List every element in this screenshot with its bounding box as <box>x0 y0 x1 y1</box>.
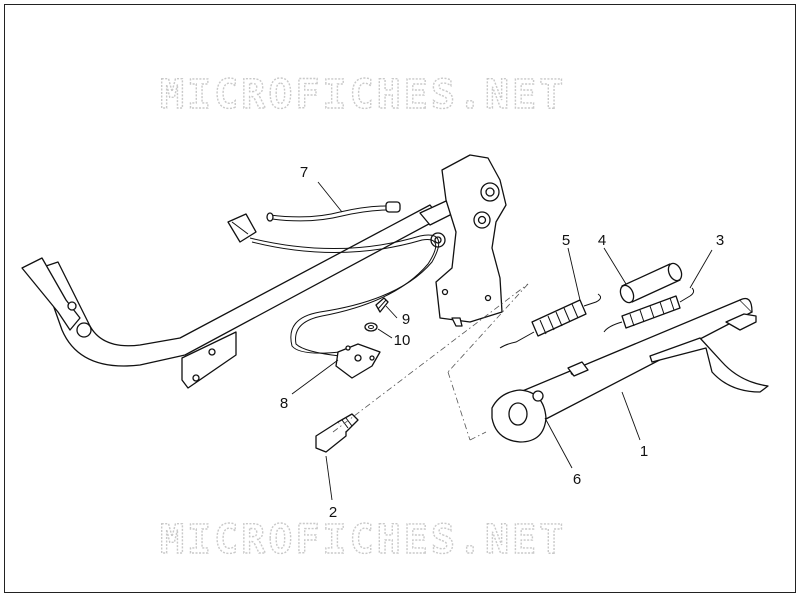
callout-1: 1 <box>640 443 648 460</box>
callout-10: 10 <box>394 332 411 349</box>
part-8-switch <box>335 343 381 379</box>
watermark-bottom: MICROFICHES.NET <box>160 517 566 563</box>
part-10-washer <box>364 322 378 332</box>
callout-5: 5 <box>562 232 570 249</box>
frame-tube <box>21 189 481 389</box>
callout-8: 8 <box>280 395 288 412</box>
part-4-sleeve <box>619 262 683 304</box>
part-2-bolt <box>315 413 359 453</box>
part-3-spring <box>603 287 695 333</box>
part-9-screw <box>375 297 389 313</box>
alignment-lines <box>332 283 529 441</box>
callout-6: 6 <box>573 471 581 488</box>
callout-3: 3 <box>716 232 724 249</box>
part-7-wiring <box>227 201 440 357</box>
part-5-spring <box>499 293 602 349</box>
watermark-top: MICROFICHES.NET <box>160 72 566 118</box>
diagram-frame <box>4 4 796 593</box>
callout-2: 2 <box>329 504 337 521</box>
callout-9: 9 <box>402 311 410 328</box>
leader-lines <box>291 181 713 501</box>
callout-7: 7 <box>300 164 308 181</box>
stand-mounting-bracket <box>430 154 507 327</box>
part-1-side-stand <box>491 297 769 443</box>
callout-labels: 7 5 4 3 9 10 8 1 6 2 <box>280 164 724 521</box>
callout-4: 4 <box>598 232 606 249</box>
